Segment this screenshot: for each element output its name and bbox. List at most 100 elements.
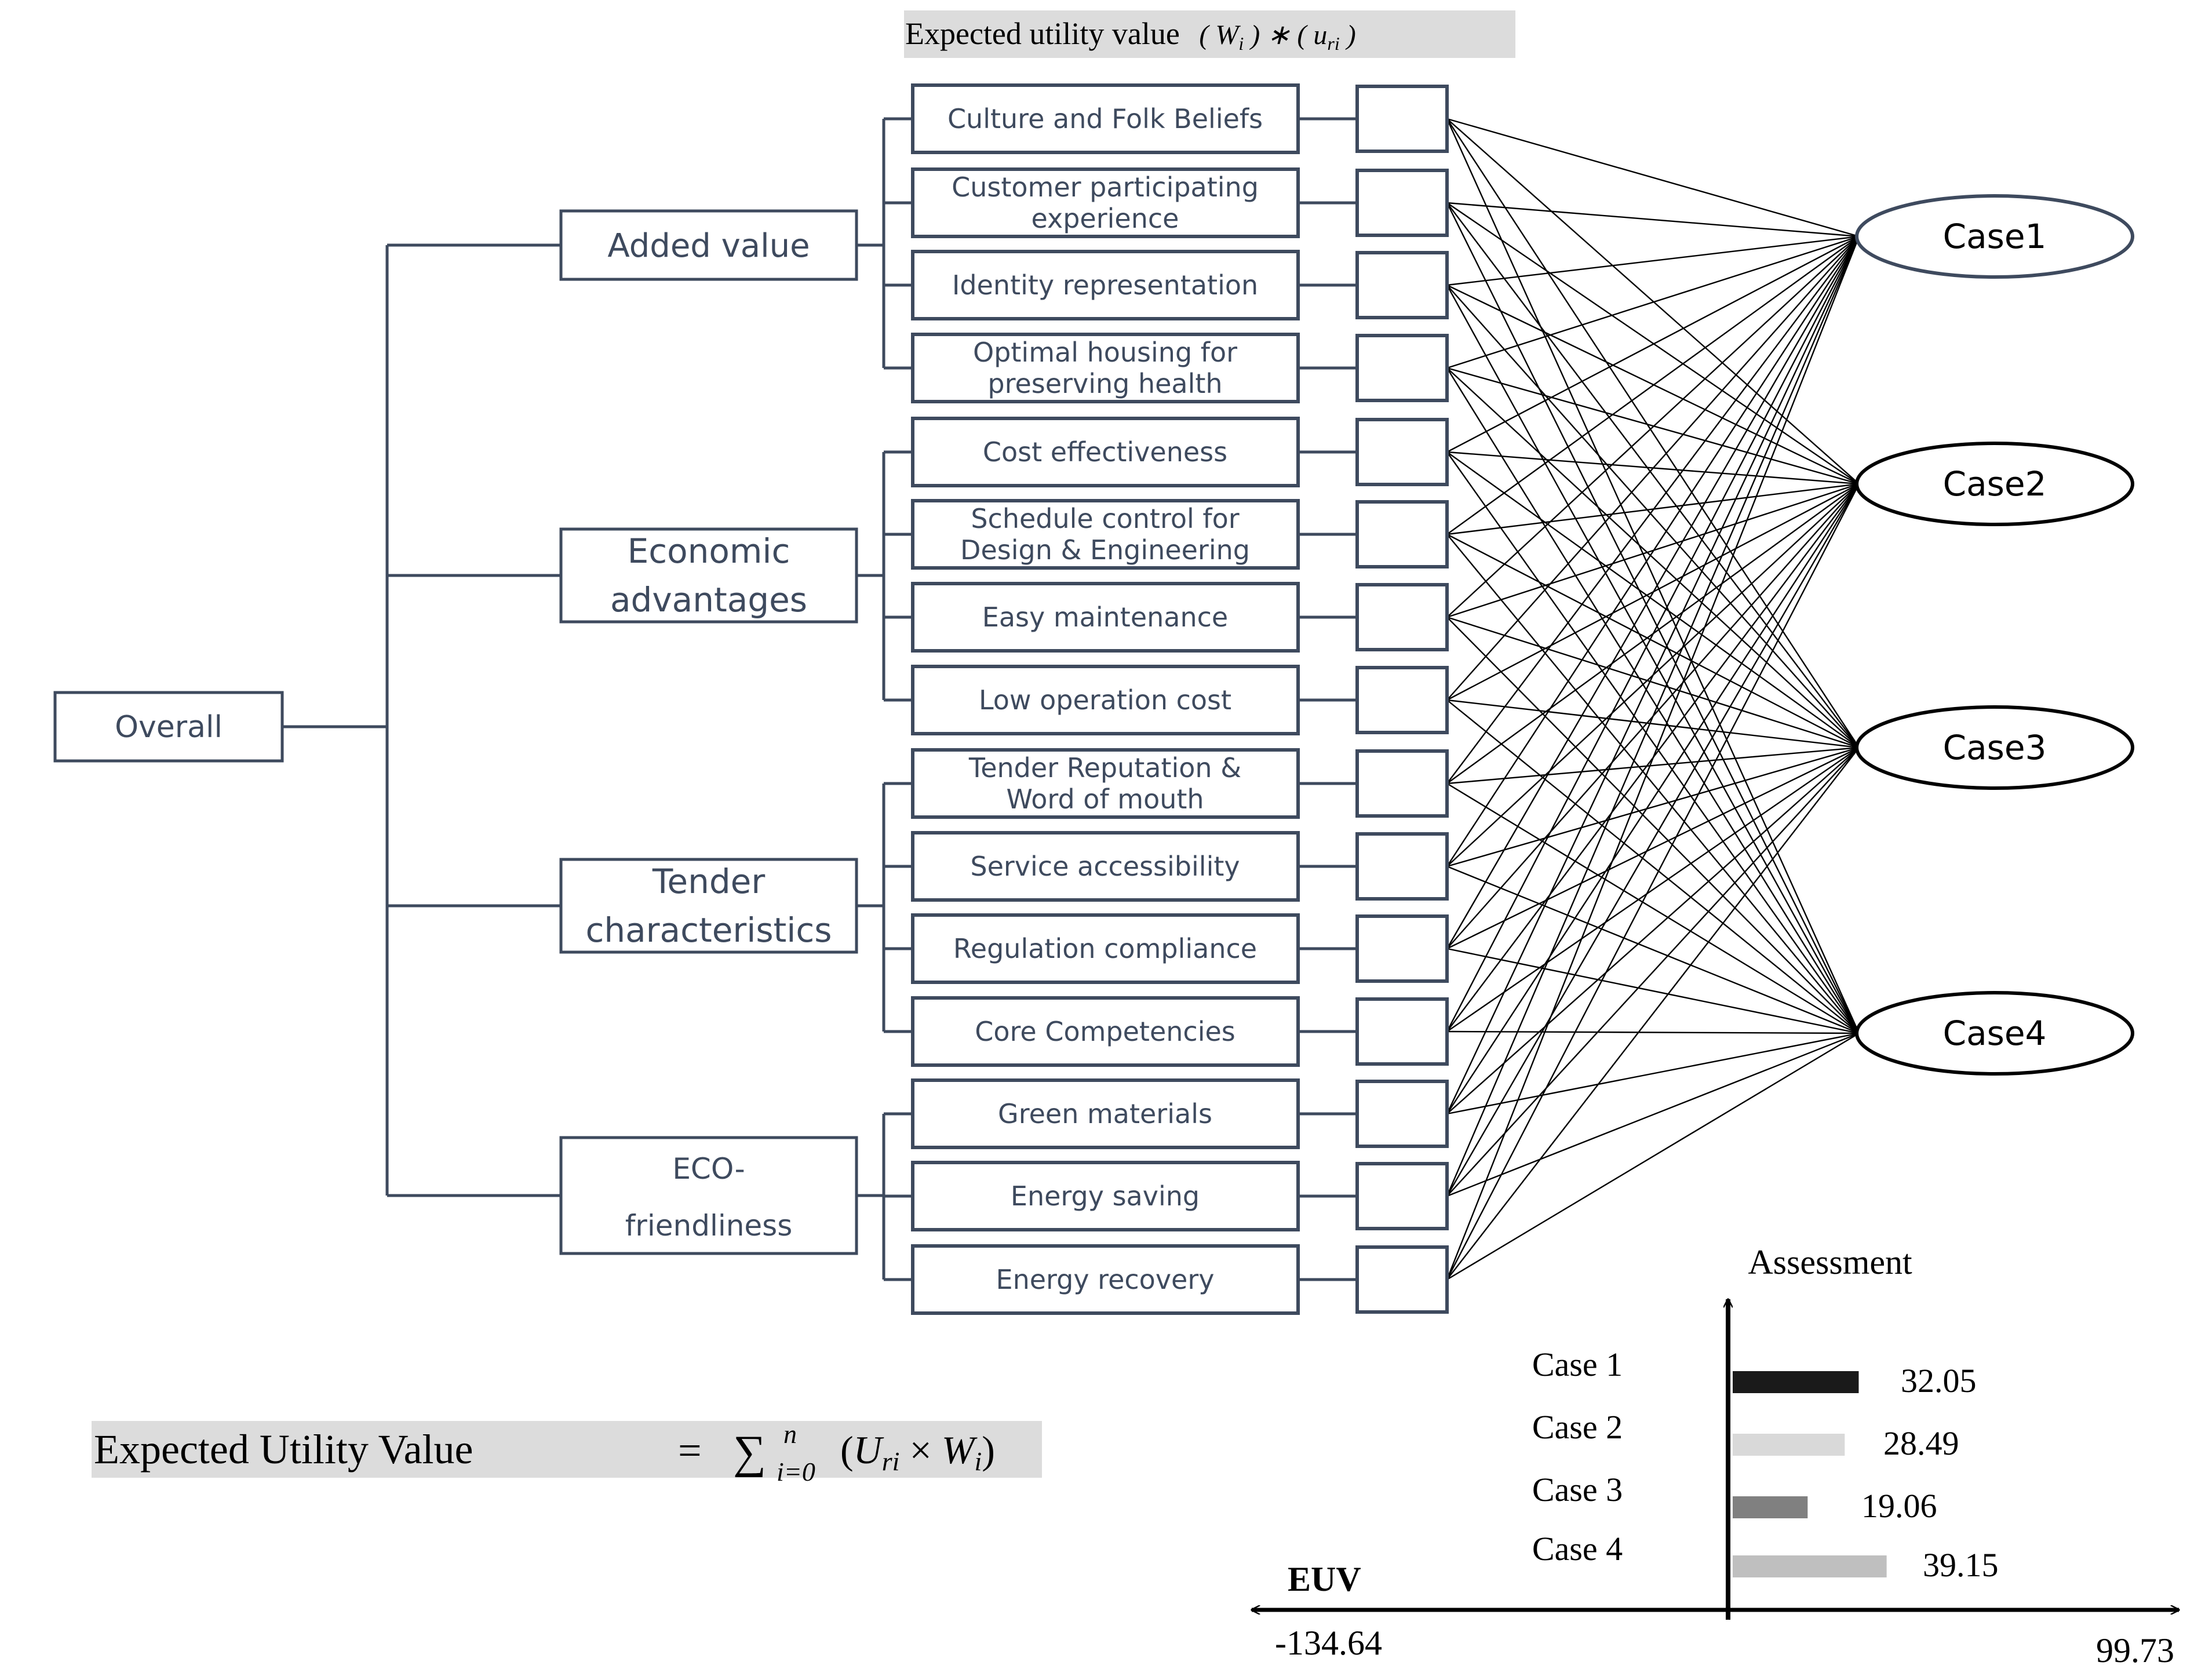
criterion-case-link (1446, 118, 1860, 238)
criterion-case-link (1446, 616, 1860, 749)
criterion-case-link (1446, 367, 1860, 1034)
chart-bar (1733, 1555, 1887, 1577)
weight-box (1355, 169, 1449, 237)
root-label: Overall (115, 710, 223, 745)
criterion-node: Green materials (911, 1078, 1449, 1149)
criterion-label: Energy recovery (996, 1264, 1215, 1295)
criterion-box (911, 333, 1300, 403)
criterion-label: Green materials (998, 1098, 1212, 1129)
formula: Expected Utility Value = ∑ n i=0 (Uri × … (92, 1419, 1042, 1486)
weight-box (1355, 251, 1449, 319)
criterion-case-link (1446, 118, 1860, 748)
criterion-case-link (1446, 747, 1860, 1114)
criterion-case-link (1446, 451, 1860, 1034)
weight-box (1355, 914, 1449, 983)
criterion-box (911, 167, 1300, 238)
group-label: advantages (610, 580, 807, 619)
chart-value-label: 39.15 (1923, 1546, 1999, 1584)
criterion-case-link (1446, 284, 1860, 485)
criterion-node: Cost effectiveness (911, 417, 1449, 487)
criterion-case-link (1446, 236, 1860, 949)
criterion-box (911, 913, 1300, 984)
criterion-label: Low operation cost (979, 684, 1231, 716)
weight-box (1355, 1162, 1449, 1230)
criterion-label: Tender Reputation & (968, 752, 1241, 783)
criterion-case-link (1446, 236, 1860, 1032)
group-label: characteristics (585, 910, 832, 950)
weight-box (1355, 1080, 1449, 1148)
case-ellipse (1855, 705, 2134, 790)
header: Expected utility value ( Wi ) ∗ ( uri ) (904, 10, 1515, 58)
criterion-case-link (1446, 236, 1860, 784)
criterion-case-link (1446, 1032, 1860, 1281)
chart-title: Assessment (1748, 1243, 1912, 1281)
criterion-box (911, 250, 1300, 320)
criterion-box (911, 1078, 1300, 1149)
connector-lines (282, 117, 1860, 1281)
criterion-box (911, 1244, 1300, 1315)
case-label: Case3 (1943, 728, 2047, 767)
chart-category-label: Case 4 (1532, 1530, 1623, 1568)
case-ellipse (1855, 991, 2134, 1076)
case-node: Case1 (1855, 194, 2134, 279)
chart-x-label: EUV (1288, 1560, 1361, 1598)
criterion-case-link (1446, 534, 1860, 1034)
criterion-case-link (1446, 617, 1860, 1034)
group-node: ECO-friendliness (559, 1136, 858, 1255)
criterion-case-link (1446, 202, 1860, 238)
criterion-case-link (1446, 235, 1860, 453)
criterion-case-link (1446, 1032, 1860, 1115)
criterion-node: Regulation compliance (911, 913, 1449, 984)
criterion-case-link (1446, 236, 1860, 1280)
criterion-case-link (1446, 202, 1860, 484)
case-ellipse (1855, 442, 2134, 526)
group-label: friendliness (625, 1209, 793, 1242)
criterion-box (911, 1161, 1300, 1231)
weight-box (1355, 666, 1449, 734)
criterion-box (911, 996, 1300, 1067)
criterion-node: Identity representation (911, 250, 1449, 320)
criterion-label: Optimal housing for (973, 337, 1237, 368)
chart-bar (1733, 1434, 1845, 1456)
criterion-label: preserving health (987, 368, 1222, 399)
criterion-case-link (1446, 747, 1860, 1197)
criterion-case-link (1446, 483, 1860, 1197)
root-box (53, 691, 284, 763)
criterion-case-link (1446, 202, 1860, 1034)
criterion-box (911, 417, 1300, 487)
criterion-case-link (1446, 746, 1860, 868)
criterion-node: Service accessibility (911, 831, 1449, 902)
weight-box (1355, 749, 1449, 818)
weight-box (1355, 418, 1449, 486)
criterion-case-link (1446, 367, 1860, 748)
criterion-label: Core Competencies (975, 1016, 1235, 1047)
header-title: Expected utility value ( Wi ) ∗ ( uri ) (905, 16, 1356, 54)
groups-layer: Added valueEconomicadvantagesTenderchara… (559, 209, 858, 1255)
header-background (904, 10, 1515, 58)
chart-value-label: 28.49 (1883, 1424, 1959, 1462)
criterion-case-link (1446, 483, 1860, 1114)
criterion-case-link (1446, 746, 1860, 785)
criterion-case-link (1446, 699, 1860, 1034)
group-box (559, 1136, 858, 1255)
criterion-box (911, 83, 1300, 154)
group-box (559, 527, 858, 624)
criterion-box (911, 748, 1300, 819)
criterion-case-link (1446, 118, 1860, 484)
criterion-case-link (1446, 236, 1860, 1197)
criterion-case-link (1446, 236, 1860, 867)
criterion-label: Service accessibility (970, 851, 1240, 882)
criterion-label: Easy maintenance (982, 602, 1228, 633)
group-box (559, 209, 858, 281)
criterion-node: Easy maintenance (911, 582, 1449, 653)
case-label: Case1 (1943, 217, 2047, 256)
chart-xmin-label: -134.64 (1275, 1624, 1382, 1662)
criterion-case-link (1446, 236, 1860, 701)
criterion-case-link (1446, 865, 1860, 1034)
criterion-case-link (1446, 235, 1860, 286)
